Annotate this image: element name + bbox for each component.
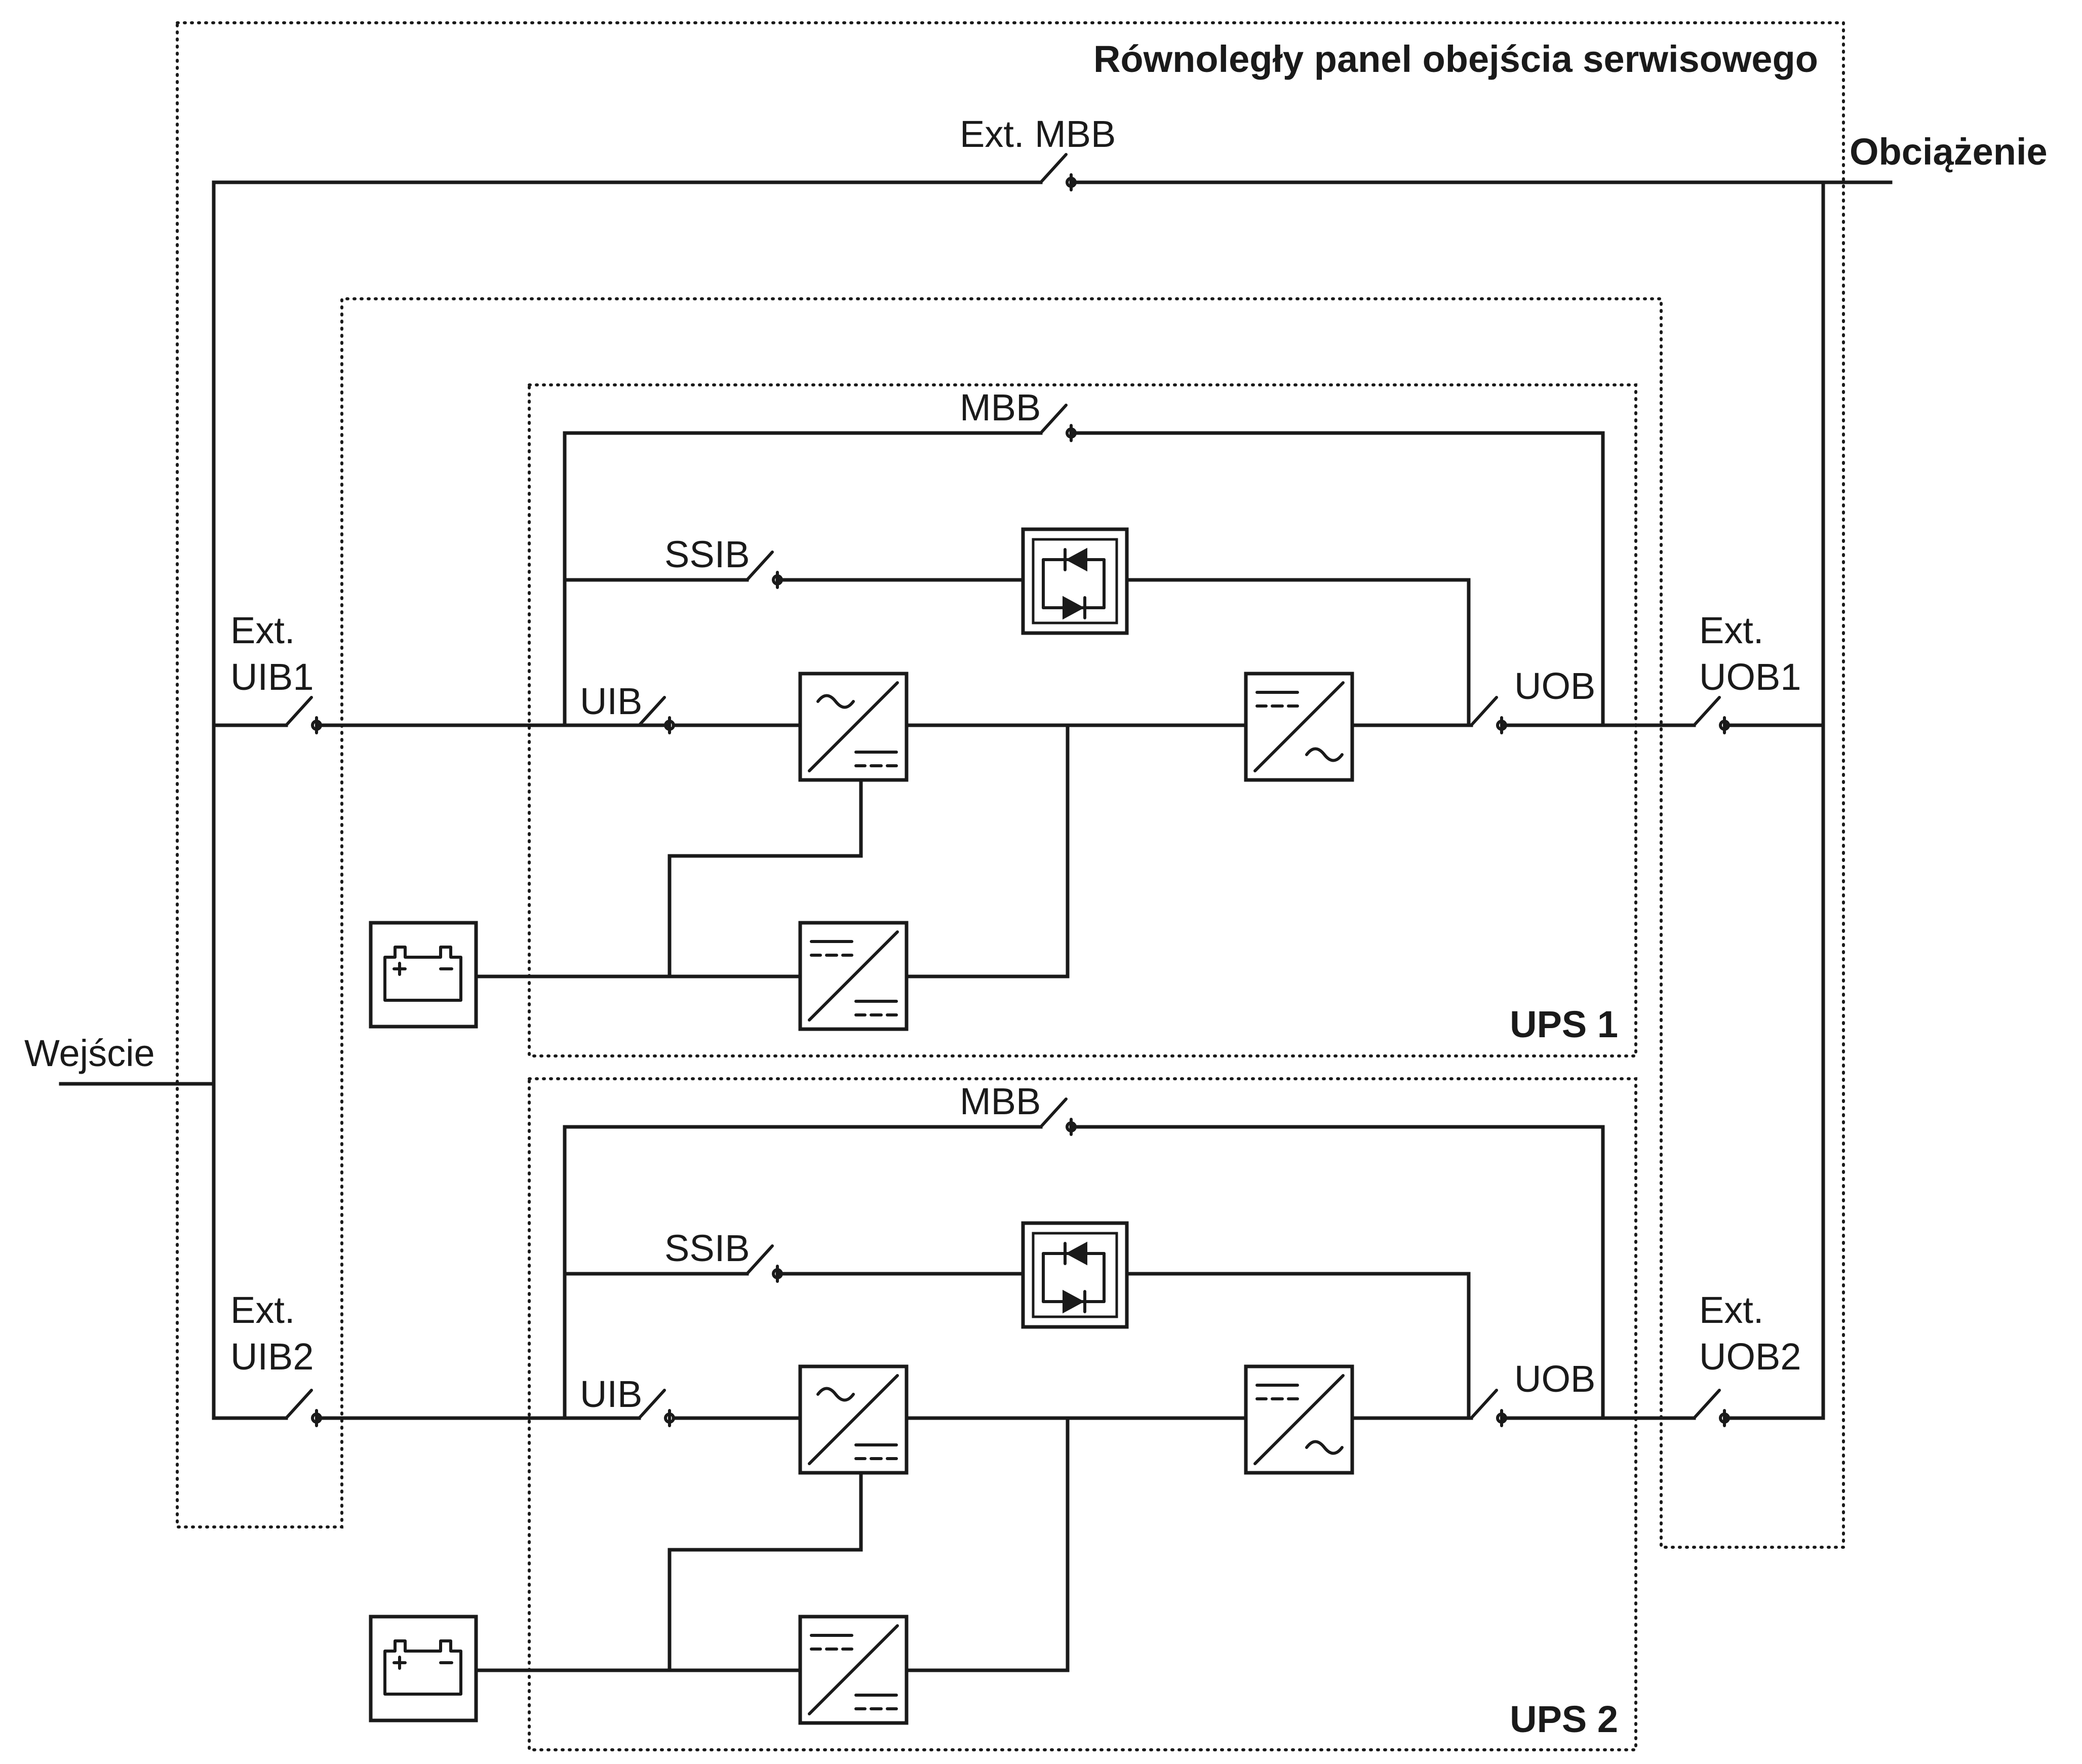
ups1-uib-label: UIB: [580, 680, 642, 722]
ups1-uib-breaker: [638, 696, 675, 734]
ext-uib2-label-2: UIB2: [230, 1336, 314, 1378]
ups2-title: UPS 2: [1510, 1698, 1618, 1740]
ups2-module: UPS 2 MBB SSIB UIB UOB: [369, 1080, 1618, 1740]
ext-uib1-label-2: UIB1: [230, 656, 314, 698]
ups1-mbb-label: MBB: [960, 386, 1041, 428]
ups2-battery-icon: [369, 1615, 478, 1722]
ups2-ssib-label: SSIB: [664, 1227, 750, 1269]
ups2-mbb-breaker: [1039, 1097, 1077, 1136]
ups1-rectifier-icon: [798, 672, 909, 782]
ext-mbb-label: Ext. MBB: [960, 113, 1116, 155]
load-label: Obciążenie: [1850, 131, 2048, 173]
ups2-static-switch-icon: [1021, 1221, 1129, 1329]
ups1-uob-label: UOB: [1514, 665, 1595, 707]
ups1-inverter-icon: [1244, 672, 1354, 782]
ups2-uib-label: UIB: [580, 1373, 642, 1415]
ext-uob1-label-2: UOB1: [1699, 656, 1801, 698]
bypass-panel-outline: [176, 21, 1845, 1549]
ups1-enclosure: [528, 383, 1637, 1057]
ext-uob1-breaker: [1693, 696, 1730, 734]
ups1-wiring: [474, 431, 1605, 978]
ext-uib1-label: Ext.: [230, 609, 295, 651]
ext-uib2-label: Ext.: [230, 1289, 295, 1331]
ups1-static-switch-icon: [1021, 527, 1129, 635]
ext-uib2-breaker: [285, 1389, 322, 1427]
panel-title: Równoległy panel obejścia serwisowego: [1093, 38, 1818, 80]
ups2-wiring: [474, 1125, 1605, 1672]
ups2-rectifier-icon: [798, 1364, 909, 1475]
ups1-battery-icon: [369, 921, 478, 1029]
ups2-enclosure: [528, 1077, 1637, 1751]
ext-mbb-breaker: [1039, 153, 1077, 191]
outer-wiring: [59, 180, 1893, 1420]
ext-uob2-breaker: [1693, 1389, 1730, 1427]
ups2-mbb-label: MBB: [960, 1080, 1041, 1122]
ups2-uob-label: UOB: [1514, 1358, 1595, 1400]
ups1-title: UPS 1: [1510, 1003, 1618, 1045]
ups2-dc-converter-icon: [798, 1615, 909, 1725]
ups1-dc-converter-icon: [798, 921, 909, 1031]
ups1-mbb-breaker: [1039, 404, 1077, 442]
ups2-uib-breaker: [638, 1389, 675, 1427]
ext-uob2-label: Ext.: [1699, 1289, 1763, 1331]
ext-uob1-label: Ext.: [1699, 609, 1763, 651]
ext-uob2-label-2: UOB2: [1699, 1336, 1801, 1378]
ups2-inverter-icon: [1244, 1364, 1354, 1475]
ups1-module: UPS 1 MBB SSIB UIB UOB: [369, 386, 1618, 1045]
ups1-uob-breaker: [1470, 696, 1507, 734]
ups1-ssib-label: SSIB: [664, 533, 750, 575]
ups1-ssib-breaker: [745, 551, 783, 589]
ext-uib1-breaker: [285, 696, 322, 734]
ups2-uob-breaker: [1470, 1389, 1507, 1427]
ups2-ssib-breaker: [745, 1244, 783, 1283]
input-label: Wejście: [24, 1032, 155, 1074]
